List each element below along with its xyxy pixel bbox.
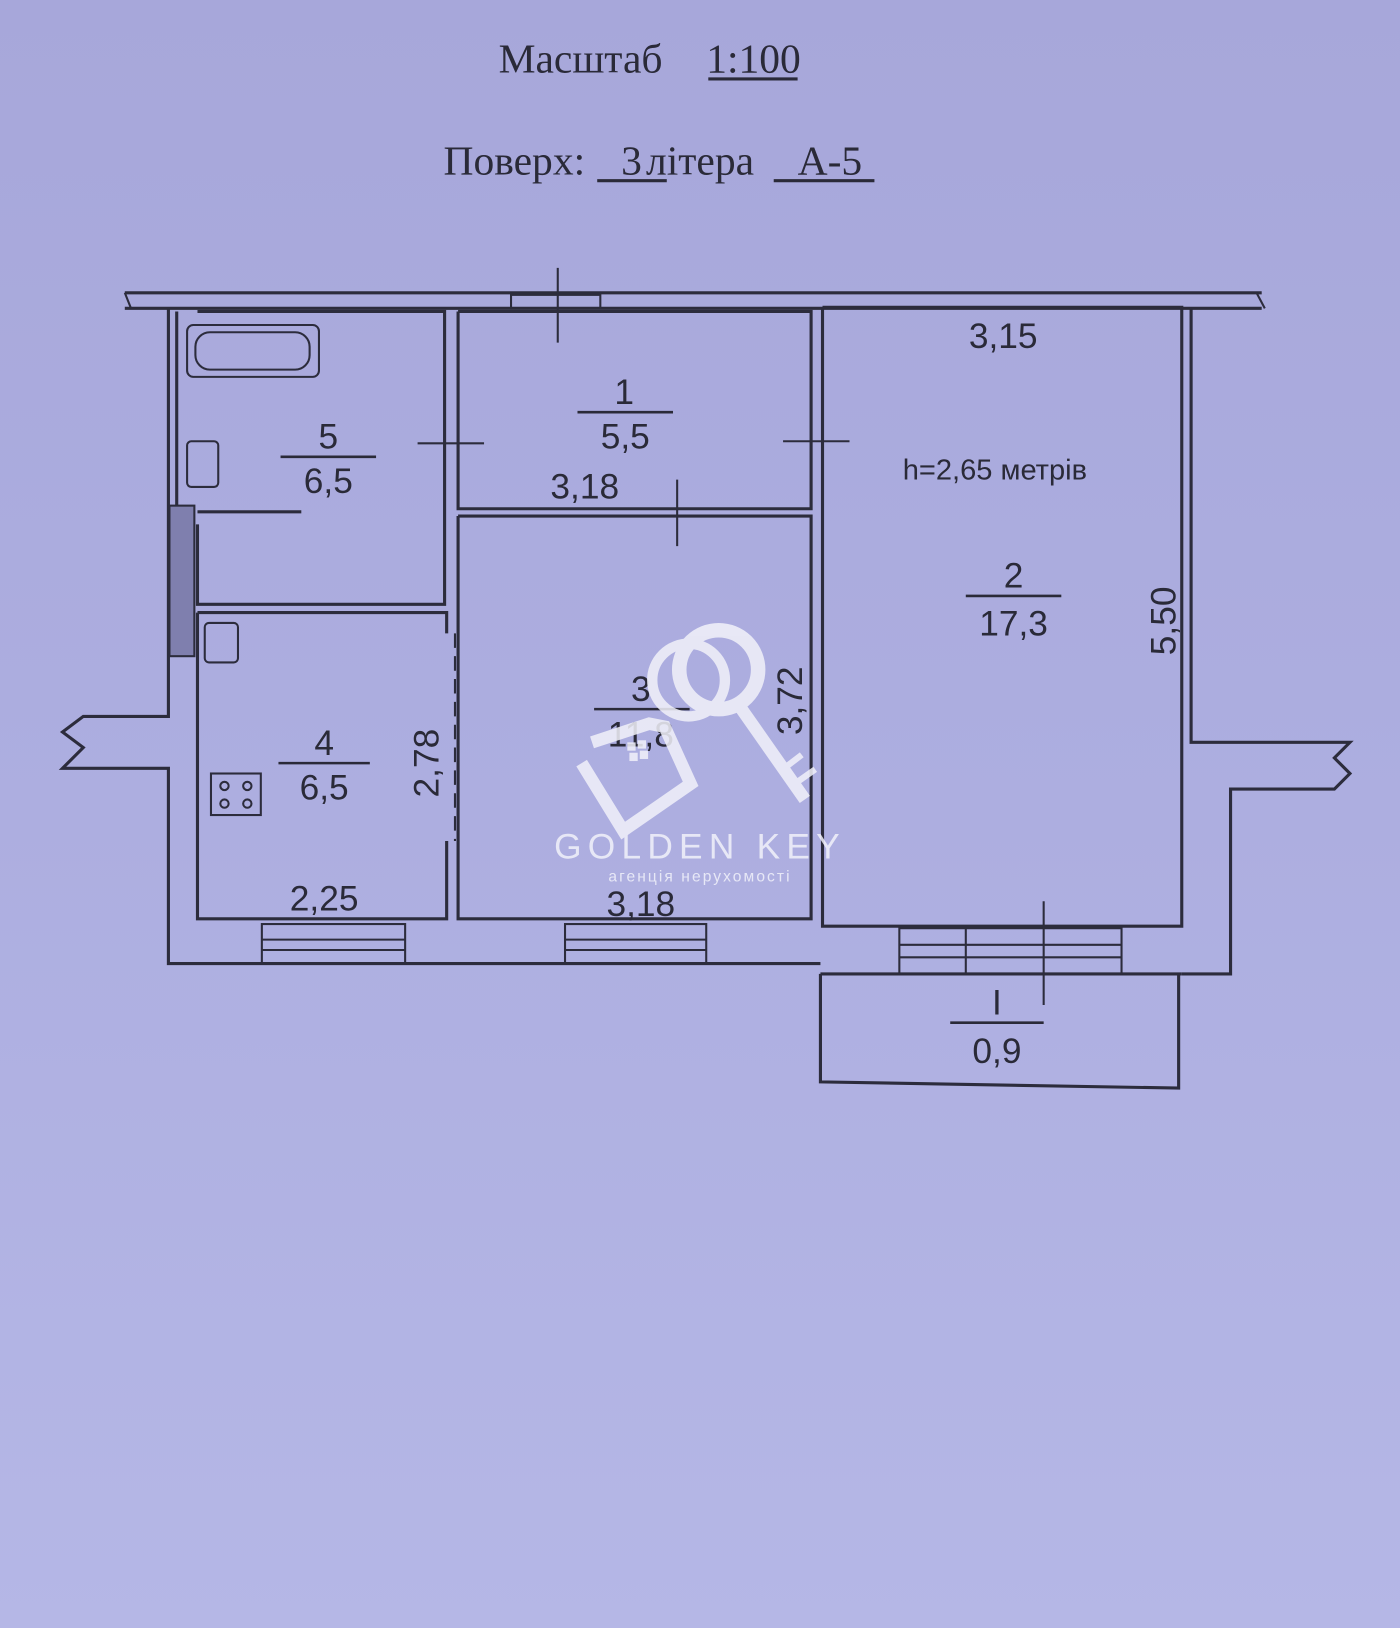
room-3-width: 3,18 xyxy=(606,885,675,924)
watermark-tagline: агенція нерухомості xyxy=(608,868,791,885)
scale-value: 1:100 xyxy=(706,36,801,82)
room-2-number: 2 xyxy=(1004,557,1024,596)
house-key-icon xyxy=(576,622,818,840)
letter-label: літера xyxy=(646,137,754,183)
room-1-width: 3,18 xyxy=(550,467,619,506)
floor-label: Поверх: xyxy=(444,137,586,183)
floor-value: 3 xyxy=(621,137,642,183)
letter-value: А-5 xyxy=(798,137,863,183)
room-4-area: 6,5 xyxy=(300,768,349,807)
bathtub-icon xyxy=(186,323,320,378)
balcony-number: I xyxy=(992,983,1002,1022)
watermark-logo: GOLDEN KEY агенція нерухомості xyxy=(554,622,846,885)
room-2-area: 17,3 xyxy=(979,604,1048,643)
room-5-area: 6,5 xyxy=(304,462,353,501)
walls xyxy=(58,267,1354,1090)
watermark-brand: GOLDEN KEY xyxy=(554,828,846,867)
room-3-length: 3,72 xyxy=(771,666,810,735)
room-2-length: 5,50 xyxy=(1145,587,1184,656)
ceiling-height: h=2,65 метрів xyxy=(903,455,1087,487)
room-4-width: 2,25 xyxy=(290,880,359,919)
balcony-area: 0,9 xyxy=(972,1032,1021,1071)
room-labels: 5 6,5 1 5,5 3,18 3,15 h=2,65 метрів 2 17… xyxy=(278,317,1184,1071)
sink-icon xyxy=(203,621,240,664)
toilet-icon xyxy=(186,440,220,488)
room-1-number: 1 xyxy=(614,373,634,412)
stove-icon xyxy=(209,772,262,817)
room-4-number: 4 xyxy=(314,724,334,763)
room-4-length: 2,78 xyxy=(407,729,446,798)
room-1-area: 5,5 xyxy=(601,418,650,457)
room-2-width: 3,15 xyxy=(969,317,1038,356)
scale-label: Масштаб xyxy=(499,36,663,82)
room-3-number: 3 xyxy=(631,670,651,709)
room-5-number: 5 xyxy=(318,418,338,457)
